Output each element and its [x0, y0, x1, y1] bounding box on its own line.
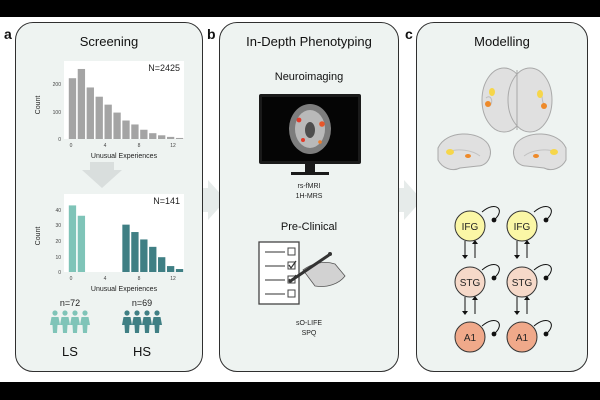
brain-top-icon — [481, 67, 553, 133]
hist1-bar — [113, 112, 121, 139]
arrow-a-to-b — [196, 180, 226, 220]
groups: n=72 LS n=69 HS — [50, 298, 162, 359]
hist1-bar — [140, 129, 148, 139]
panel-letter-c: c — [405, 26, 413, 42]
hist1-bar — [149, 133, 157, 139]
clinical-item: sO-LIFE — [296, 320, 322, 327]
hist2-ytick: 40 — [55, 208, 61, 214]
hist2-bar — [158, 257, 166, 272]
node-stg-right — [506, 266, 538, 298]
hist2-bar — [122, 224, 130, 272]
hist1-xtick: 4 — [104, 143, 107, 149]
node-a1-right — [506, 321, 538, 353]
hist2-ytick: 10 — [55, 255, 61, 261]
network-left: IFG STG A1 — [454, 206, 500, 353]
hist1-xlabel: Unusual Experiences — [91, 153, 158, 160]
node-label: IFG — [462, 222, 479, 233]
hist1-xtick: 0 — [70, 143, 73, 149]
questionnaire-icon — [258, 241, 300, 305]
phenotyping-content: Neuroimaging rs-fMRI 1H-MRS Pre-Clinical — [258, 71, 361, 337]
group-ls-n: n=72 — [60, 298, 80, 308]
hist1-ytick: 0 — [58, 137, 61, 143]
hist1-bar — [158, 135, 166, 139]
hist1-ylabel: Count — [35, 96, 42, 115]
hist1-bar — [77, 68, 86, 139]
hist2-xtick: 8 — [138, 276, 141, 282]
hist1-bar — [131, 124, 139, 139]
node-label: IFG — [514, 222, 531, 233]
panel-letter-a: a — [4, 26, 12, 42]
panel-title-screening: Screening — [79, 34, 139, 49]
neuro-item: rs-fMRI — [298, 183, 321, 190]
hist1-bar — [122, 120, 130, 139]
panel-title-modelling: Modelling — [474, 34, 530, 49]
node-label: A1 — [516, 333, 529, 344]
node-label: STG — [460, 278, 481, 289]
hist2-bar — [140, 239, 148, 272]
neuroimaging-title: Neuroimaging — [275, 71, 343, 83]
hist2-xlabel: Unusual Experiences — [91, 286, 158, 293]
group-hs: n=69 HS — [122, 298, 162, 359]
hist2-ytick: 30 — [55, 223, 61, 229]
hist1-xtick: 8 — [138, 143, 141, 149]
hist2-bar — [175, 269, 184, 272]
hist1-bar — [175, 137, 184, 139]
hist2-xtick: 12 — [170, 276, 176, 282]
panel-title-phenotyping: In-Depth Phenotyping — [246, 34, 372, 49]
hist2-bar — [149, 246, 157, 272]
bottom-border — [0, 382, 600, 400]
hist2-bar — [68, 205, 77, 272]
hist1-bar — [68, 78, 77, 139]
hist2-bar — [77, 215, 86, 272]
panel-letter-b: b — [207, 26, 216, 42]
hist1-bar — [166, 136, 175, 139]
hist2-ytick: 20 — [55, 239, 61, 245]
panel-phenotyping — [219, 22, 399, 372]
arrow-b-to-c — [392, 180, 422, 220]
hist2-bar — [131, 232, 139, 272]
network-right: IFG STG A1 — [506, 206, 552, 353]
group-ls-people-icon — [50, 310, 90, 333]
hist2-bar — [166, 266, 175, 272]
node-ifg-left — [454, 210, 486, 242]
pen-hand-icon — [288, 252, 346, 287]
node-a1-left — [454, 321, 486, 353]
preclinical-title: Pre-Clinical — [281, 221, 337, 233]
hist1-ytick: 100 — [53, 110, 62, 116]
group-ls: n=72 LS — [50, 298, 90, 359]
hist1-bar — [86, 87, 94, 139]
histogram-screening: N=2425 Count Unusual Experiences 0 100 2… — [35, 61, 184, 160]
node-label: A1 — [464, 333, 477, 344]
neuro-item: 1H-MRS — [296, 193, 323, 200]
hist2-xtick: 0 — [70, 276, 73, 282]
hist1-bar — [104, 104, 112, 139]
histogram-selected: N=141 Count Unusual Experiences 0 10 20 … — [35, 194, 184, 293]
node-stg-left — [454, 266, 486, 298]
hist2-ylabel: Count — [35, 227, 42, 246]
group-hs-label: HS — [133, 344, 151, 359]
brain-left-icon — [437, 133, 491, 171]
group-hs-n: n=69 — [132, 298, 152, 308]
group-ls-label: LS — [62, 344, 78, 359]
node-label: STG — [512, 278, 533, 289]
hist1-ytick: 200 — [53, 82, 62, 88]
node-ifg-right — [506, 210, 538, 242]
hist1-bar — [95, 96, 103, 139]
hist2-n-label: N=141 — [153, 196, 180, 206]
brain-scan-icon — [289, 104, 331, 154]
hist2-ytick: 0 — [58, 270, 61, 276]
modelling-content: IFG STG A1 IFG STG A1 — [437, 67, 567, 353]
group-hs-people-icon — [122, 310, 162, 333]
hist1-xtick: 12 — [170, 143, 176, 149]
top-border — [0, 0, 600, 17]
hist2-xtick: 4 — [104, 276, 107, 282]
brain-right-icon — [513, 133, 567, 171]
clinical-item: SPQ — [302, 330, 317, 337]
down-arrow — [82, 162, 122, 188]
hist1-n-label: N=2425 — [148, 63, 180, 73]
